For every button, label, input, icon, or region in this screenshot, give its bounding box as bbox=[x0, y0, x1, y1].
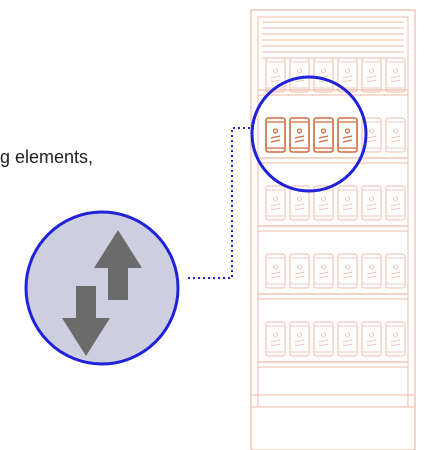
can bbox=[385, 117, 406, 153]
arrow-down-icon bbox=[62, 286, 110, 356]
swap-vertical-arrows-icon bbox=[24, 210, 180, 366]
caption-text: g elements, bbox=[0, 147, 94, 167]
connector-dotted-line bbox=[188, 127, 252, 279]
can bbox=[385, 57, 406, 93]
arrow-up-icon bbox=[94, 230, 142, 300]
can bbox=[265, 253, 286, 289]
highlighted-can bbox=[289, 117, 310, 153]
can bbox=[361, 253, 382, 289]
can bbox=[289, 57, 310, 93]
can bbox=[337, 321, 358, 357]
highlighted-can bbox=[337, 117, 358, 153]
can bbox=[313, 57, 334, 93]
can bbox=[385, 321, 406, 357]
can bbox=[385, 185, 406, 221]
can bbox=[361, 321, 382, 357]
zoom-highlight-ring bbox=[250, 75, 368, 193]
can bbox=[337, 185, 358, 221]
can bbox=[265, 321, 286, 357]
can bbox=[337, 253, 358, 289]
can bbox=[313, 253, 334, 289]
can bbox=[313, 321, 334, 357]
can bbox=[385, 253, 406, 289]
can bbox=[289, 253, 310, 289]
badge-circle bbox=[24, 210, 180, 366]
product-cans bbox=[265, 57, 406, 357]
highlighted-can bbox=[313, 117, 334, 153]
can bbox=[361, 57, 382, 93]
highlighted-can bbox=[265, 117, 286, 153]
can bbox=[361, 185, 382, 221]
vending-fridge bbox=[250, 9, 416, 450]
can bbox=[265, 185, 286, 221]
can bbox=[289, 321, 310, 357]
fridge-outline bbox=[250, 9, 416, 450]
can bbox=[265, 57, 286, 93]
